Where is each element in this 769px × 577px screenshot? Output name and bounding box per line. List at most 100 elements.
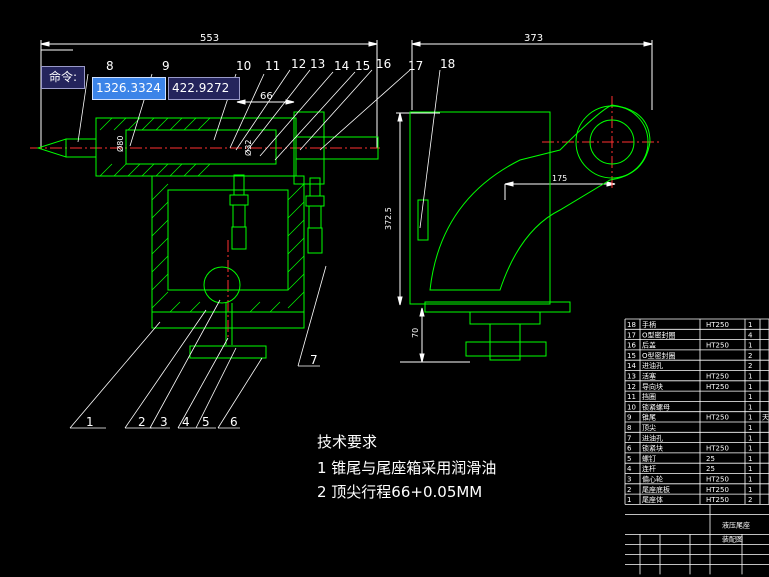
dim-dia2: Ø32 [243,140,253,156]
bom-row-qty: 1 [748,342,752,350]
bom-row-name: 尾座底板 [642,485,670,494]
bom-row-no: 2 [627,486,631,494]
coord-x-input[interactable]: 1326.3324 [92,77,166,100]
bom-row-name: 进油孔 [642,361,663,370]
balloon-14: 14 [334,59,349,73]
bom-row-qty: 1 [748,383,752,391]
bom-row-no: 16 [627,342,636,350]
balloon-2: 2 [138,415,146,429]
front-view [36,111,379,359]
coord-y-input[interactable]: 422.9272 [168,77,240,100]
requirement-item-1: 1 锥尾与尾座箱采用润滑油 [317,459,497,477]
bom-row-material: HT250 [706,342,729,350]
bom-row-qty: 1 [748,465,752,473]
bom-row-qty: 1 [748,393,752,401]
bom-row-no: 17 [627,331,636,339]
balloon-15: 15 [355,59,370,73]
balloon-11: 11 [265,59,280,73]
balloon-17: 17 [408,59,423,73]
bom-row-no: 10 [627,403,636,411]
leader-lines [69,69,441,429]
bom-row-material: HT250 [706,383,729,391]
requirement-item-2: 2 顶尖行程66+0.05MM [317,483,483,501]
bom-row-material: HT250 [706,496,729,504]
bom-row-name: 螺钉 [642,454,656,463]
balloon-6: 6 [230,415,238,429]
bom-row-no: 1 [627,496,631,504]
bom-row-no: 13 [627,373,636,381]
bom-row-name: 锁紧螺母 [642,402,670,411]
bom-row-no: 14 [627,362,636,370]
bom-row-qty: 1 [748,424,752,432]
bom-row-qty: 1 [748,414,752,422]
bom-row-no: 18 [627,321,636,329]
bom-row-no: 12 [627,383,636,391]
dim-stroke: 66 [260,91,273,102]
bom-row-name: 导向块 [642,382,663,391]
title-block-name: 液压尾座 [722,520,750,529]
bom-row-qty: 1 [748,476,752,484]
bom-row-name: 后盖 [642,341,656,350]
balloon-4: 4 [182,415,190,429]
bom-row-no: 4 [627,465,632,473]
dim-height: 372.5 [384,207,393,230]
dim-dia1: Ø80 [115,136,125,152]
dimension-lines [40,40,653,363]
bom-row-material: HT250 [706,445,729,453]
bom-row-material: HT250 [706,321,729,329]
balloon-8: 8 [106,59,114,73]
dim-width: 373 [524,33,543,44]
bom-row-no: 5 [627,455,631,463]
title-block-sub: 装配图 [722,534,743,543]
bom-row-qty: 2 [748,362,752,370]
bom-row-qty: 1 [748,455,752,463]
bom-row-name: 连杆 [642,464,656,473]
balloon-5: 5 [202,415,210,429]
bom-row-qty: 1 [748,445,752,453]
bom-row-name: 活塞 [642,372,656,381]
bom-row-name: 锁紧块 [642,444,663,453]
bom-row-name: O型密封圈 [642,330,676,339]
balloon-7: 7 [310,353,318,367]
bom-row-qty: 1 [748,434,752,442]
bom-row-qty: 1 [748,321,752,329]
balloon-3: 3 [160,415,168,429]
balloon-16: 16 [376,57,391,71]
bom-row-name: 尾座体 [642,495,663,504]
requirements-title: 技术要求 [317,433,378,451]
bom-row-qty: 1 [748,373,752,381]
bom-row-qty: 1 [748,403,752,411]
bom-row-name: 锥尾 [642,413,656,422]
command-prompt-label[interactable]: 命令: [41,66,85,89]
bom-row-no: 8 [627,424,631,432]
bom-row-no: 3 [627,476,631,484]
bom-row-material: HT250 [706,476,729,484]
bom-row-name: O型密封圈 [642,351,676,360]
bom-row-no: 6 [627,445,632,453]
bom-col-tag: 天 [762,414,769,422]
bom-row-qty: 2 [748,496,752,504]
hatching [99,117,305,313]
bom-row-name: 偏心轮 [642,475,663,484]
balloon-10: 10 [236,59,251,73]
bom-row-name: 进油孔 [642,433,663,442]
bom-row-no: 11 [627,393,636,401]
bom-row-qty: 1 [748,486,752,494]
bom-row-material: HT250 [706,486,729,494]
bom-row-name: 挡圈 [642,392,656,401]
bom-row-no: 7 [627,434,631,442]
bom-row-material: HT250 [706,373,729,381]
bom-row-no: 9 [627,414,631,422]
dim-center-dist: 175 [552,174,567,183]
balloon-1: 1 [86,415,94,429]
balloon-18: 18 [440,57,455,71]
annotation-texts: 553 373 66 175 372.5 70 Ø80 Ø32 8 9 10 1… [86,33,567,429]
dim-total-length: 553 [200,33,219,44]
bom-row-qty: 2 [748,352,752,360]
bom-table [624,318,769,575]
dim-base-height: 70 [411,328,420,338]
bom-row-material: 25 [706,465,715,473]
